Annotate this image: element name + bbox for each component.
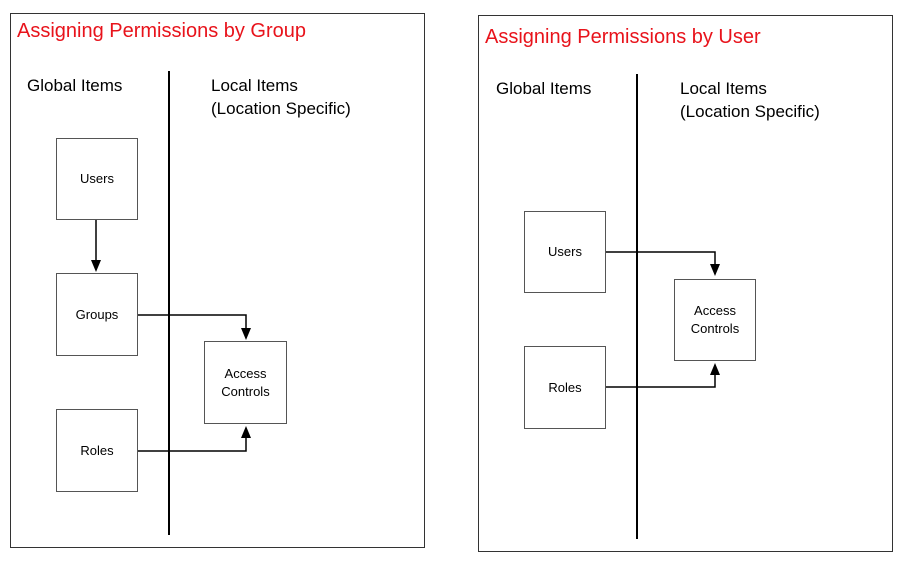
users-to-access-controls-arrowhead	[710, 264, 720, 276]
local-items-heading-line1: Local Items	[211, 76, 298, 95]
local-items-heading-line2: (Location Specific)	[211, 99, 351, 118]
local-items-heading-line1: Local Items	[680, 79, 767, 98]
local-items-heading-line2: (Location Specific)	[680, 102, 820, 121]
user-permissions-panel: Assigning Permissions by User Global Ite…	[478, 15, 893, 552]
connector-arrows	[91, 220, 251, 452]
global-local-divider	[168, 71, 170, 535]
panel-title: Assigning Permissions by Group	[17, 20, 307, 42]
roles-node: Roles	[56, 409, 138, 492]
groups-to-access-controls-arrow	[136, 314, 247, 329]
local-items-heading: Local Items (Location Specific)	[211, 74, 351, 120]
users-node: Users	[524, 211, 606, 293]
global-items-heading: Global Items	[27, 76, 123, 95]
users-node: Users	[56, 138, 138, 220]
access-controls-label-line1: Access	[694, 303, 736, 318]
roles-to-access-controls-arrowhead	[710, 363, 720, 375]
local-items-heading: Local Items (Location Specific)	[680, 77, 820, 123]
groups-node: Groups	[56, 273, 138, 356]
roles-to-access-controls-arrowhead	[241, 426, 251, 438]
global-local-divider	[636, 74, 638, 539]
access-controls-label-line1: Access	[224, 365, 267, 381]
access-controls-label-line2: Controls	[690, 321, 740, 336]
group-permissions-panel: Assigning Permissions by Group Global It…	[10, 13, 425, 548]
panel-title: Assigning Permissions by User	[485, 26, 761, 48]
global-items-heading: Global Items	[496, 79, 592, 98]
roles-node: Roles	[524, 346, 606, 429]
roles-to-access-controls-arrow	[136, 436, 247, 452]
users-to-access-controls-arrow	[605, 251, 716, 265]
connector-arrows	[605, 251, 720, 388]
access-controls-label-line2: Controls	[221, 383, 270, 399]
users-to-groups-arrowhead	[91, 260, 101, 272]
roles-to-access-controls-arrow	[605, 373, 716, 388]
access-controls-node: Access Controls	[204, 341, 287, 424]
groups-to-access-controls-arrowhead	[241, 328, 251, 340]
access-controls-node: Access Controls	[674, 279, 756, 361]
